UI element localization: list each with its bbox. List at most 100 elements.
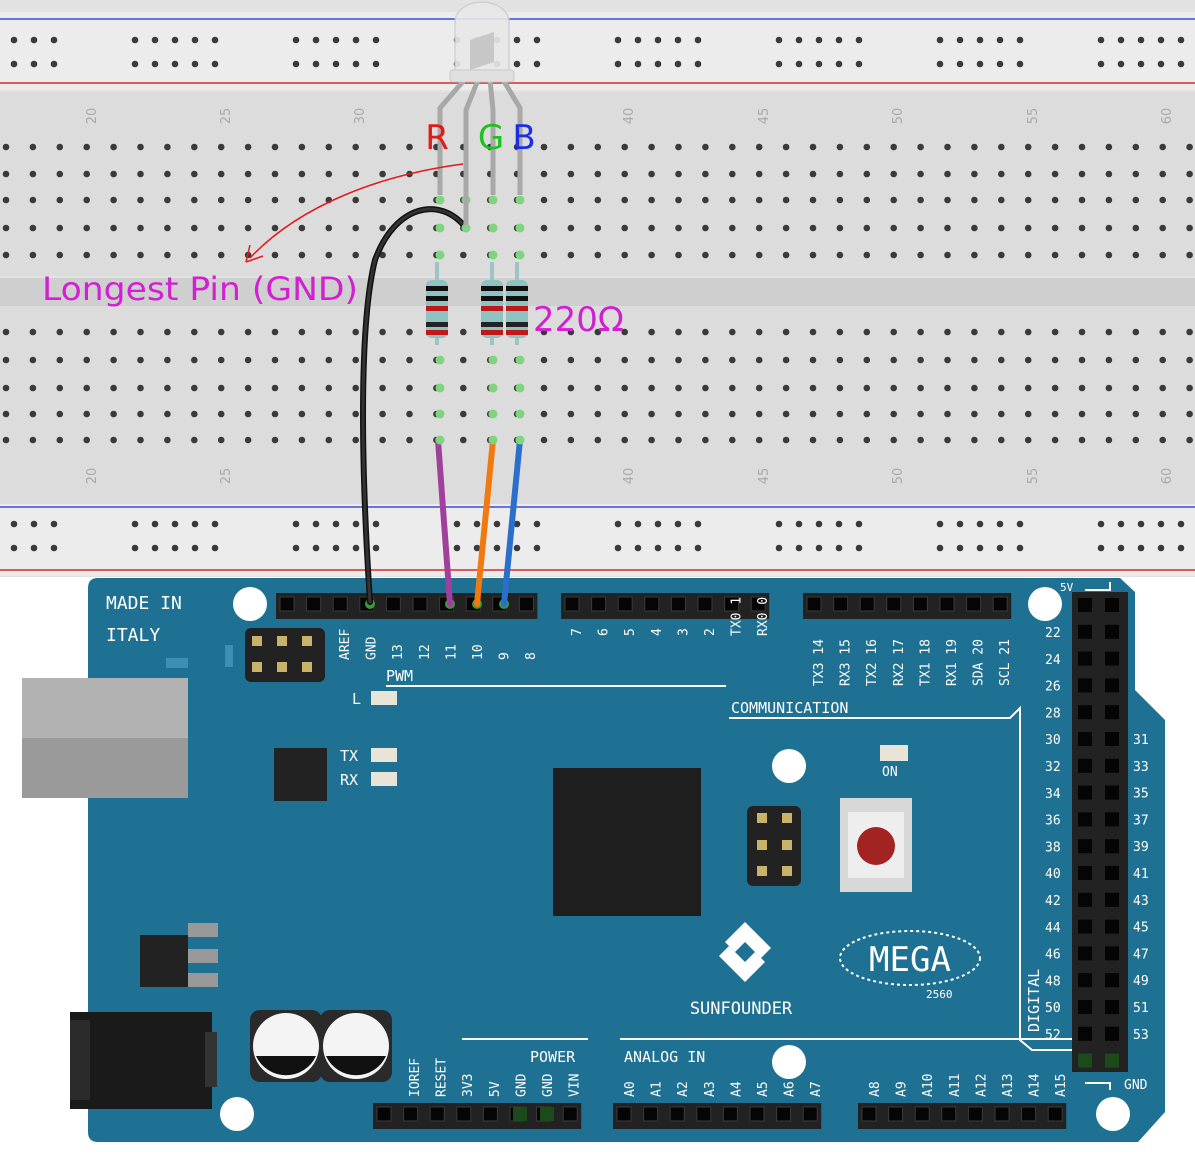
breadboard-hole [1105, 224, 1113, 232]
breadboard-hole [782, 170, 790, 178]
col-num-top: 50 [891, 108, 906, 125]
led-label-g: G [478, 118, 504, 158]
header-pin [518, 596, 534, 612]
header-pin [750, 596, 766, 612]
breadboard-hole [1105, 384, 1113, 392]
rail-hole [1016, 60, 1024, 68]
breadboard-hole [1159, 170, 1166, 178]
label-communication: COMMUNICATION [731, 699, 848, 717]
breadboard-hole [1186, 384, 1193, 392]
breadboard-hole [217, 170, 225, 178]
rail-hole [372, 60, 380, 68]
rail-hole [795, 520, 803, 528]
breadboard-hole [1159, 143, 1166, 151]
header-pin [1078, 732, 1092, 746]
breadboard-hole [217, 356, 225, 364]
breadboard-hole [298, 328, 306, 336]
rail-hole [513, 60, 521, 68]
breadboard-hole [460, 356, 467, 364]
rail-hole [352, 520, 360, 528]
voltage-regulator [140, 923, 218, 987]
digital-pin-label: 32 [1045, 760, 1061, 775]
rail-hole [855, 60, 863, 68]
breadboard-hole [406, 251, 413, 259]
digital-pin-label: 52 [1045, 1028, 1061, 1043]
breadboard-hole [1024, 436, 1032, 444]
breadboard-hole [1051, 328, 1059, 336]
rail-hole [1097, 36, 1105, 44]
breadboard-hole [271, 328, 279, 336]
pin-label: 11 [444, 644, 459, 660]
breadboard-hole [2, 196, 10, 204]
rail-hole [513, 544, 521, 552]
breadboard-hole [191, 436, 198, 444]
header-pin [802, 1106, 818, 1122]
breadboard-hole [594, 436, 602, 444]
breadboard-hole [836, 328, 844, 336]
header-pin [992, 596, 1008, 612]
rail-hole [131, 60, 139, 68]
breadboard-hole [540, 224, 548, 232]
header-pin [1078, 839, 1092, 854]
breadboard-hole [379, 143, 386, 151]
header-pin [1105, 651, 1119, 666]
breadboard-hole [137, 328, 144, 336]
breadboard-hole [164, 436, 171, 444]
rail-hole [1177, 60, 1185, 68]
breadboard-hole [2, 170, 10, 178]
analog-pin-label: A11 [948, 1074, 963, 1097]
breadboard-hole [944, 170, 951, 178]
breadboard-hole [137, 196, 144, 204]
rail-hole [1016, 520, 1024, 528]
rail-hole [956, 544, 964, 552]
rail-hole [614, 544, 622, 552]
breadboard-hole [1078, 436, 1086, 444]
analog-pin-label: A9 [895, 1081, 910, 1097]
breadboard-hole [83, 143, 90, 151]
breadboard-hole [29, 410, 37, 418]
breadboard-hole [29, 251, 37, 259]
breadboard-hole [594, 356, 602, 364]
breadboard-hole [809, 436, 817, 444]
rail-hole [493, 544, 501, 552]
rail-hole [372, 520, 380, 528]
analog-pin-label: A5 [756, 1081, 771, 1097]
breadboard-hole [1132, 356, 1140, 364]
breadboard-hole [863, 196, 871, 204]
breadboard-hole [1159, 356, 1166, 364]
rail-hole [473, 544, 481, 552]
rail-hole [694, 520, 702, 528]
led-leg-r [437, 76, 468, 195]
breadboard-hole [971, 196, 978, 204]
breadboard-hole [83, 224, 90, 232]
breadboard-hole [971, 143, 978, 151]
digital-pin-label: 36 [1045, 814, 1061, 829]
breadboard-hole [944, 410, 951, 418]
pin-label: 4 [650, 628, 665, 636]
analog-pin-label: A2 [676, 1081, 691, 1097]
header-pin [1047, 1106, 1063, 1122]
header-pin [1105, 866, 1119, 880]
breadboard-hole [971, 410, 978, 418]
breadboard-hole [1105, 436, 1113, 444]
reset-button[interactable] [840, 798, 912, 892]
breadboard-hole [755, 224, 763, 232]
header-pin [429, 1106, 445, 1122]
breadboard-hole [325, 224, 333, 232]
breadboard-hole [648, 196, 655, 204]
breadboard-hole [729, 436, 736, 444]
resistor-220 [426, 262, 448, 345]
rail-hole [815, 60, 823, 68]
led-tx [371, 748, 397, 762]
header-pin [376, 1106, 392, 1122]
mega-logo: MEGA [839, 930, 981, 986]
breadboard-hole [755, 170, 763, 178]
header-pin [332, 596, 348, 612]
led-rx [371, 772, 397, 786]
breadboard-hole [675, 170, 682, 178]
breadboard-hole [809, 410, 817, 418]
breadboard-hole [1159, 384, 1166, 392]
breadboard-hole [1186, 170, 1193, 178]
connected-hole [515, 409, 525, 419]
breadboard-hole [2, 436, 10, 444]
